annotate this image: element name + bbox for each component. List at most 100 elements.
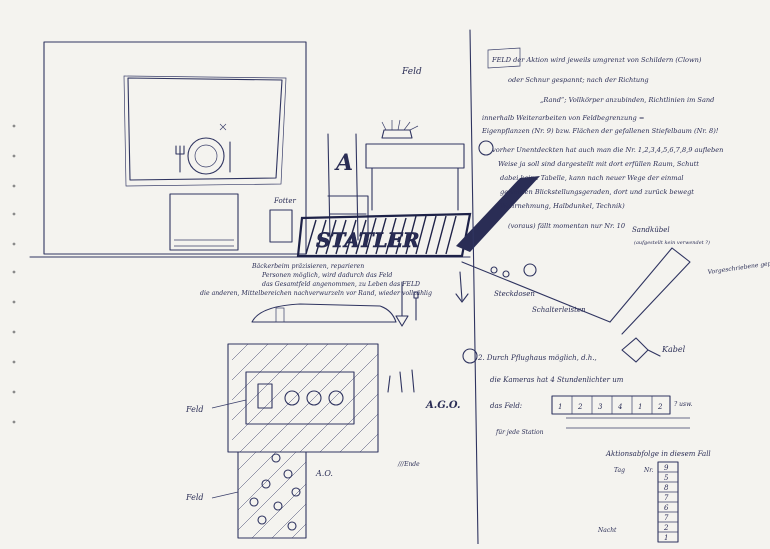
svg-text:7: 7 <box>664 494 669 502</box>
svg-text:2. Durch Pflughaus möglich, d.: 2. Durch Pflughaus möglich, d.h., <box>477 354 597 362</box>
plug-cord <box>647 349 661 357</box>
table-col-nr: Nr. <box>643 467 653 474</box>
svg-text:Personen möglich, wird dadurch: Personen möglich, wird dadurch das Feld <box>261 272 392 279</box>
svg-text:2: 2 <box>663 524 669 532</box>
circle-station-2 <box>306 390 322 406</box>
svg-text:2: 2 <box>657 403 663 411</box>
ago-low-label: A.O. <box>315 469 333 478</box>
chair-side-view <box>327 133 369 241</box>
feld-mid-pointer <box>211 399 247 409</box>
plug-icon <box>621 337 649 363</box>
fork-icon <box>175 145 185 173</box>
table-col-tag: Tag <box>614 467 625 474</box>
circle-station-3 <box>328 390 344 406</box>
svg-text:FELD der Aktion wird jeweils u: FELD der Aktion wird jeweils umgrenzt vo… <box>491 56 702 64</box>
sandkuebel-note: (aufgestellt kein verwendet ?) <box>634 239 710 246</box>
tool-icon <box>413 291 419 321</box>
diagonal-beam <box>456 176 540 252</box>
ago-mid-label: A.G.O. <box>425 400 461 411</box>
svg-text:(voraus) fällt momentan nur Nr: (voraus) fällt momentan nur Nr. 10 <box>508 222 625 230</box>
middle-feld-core <box>245 371 355 425</box>
svg-text:die Kameras hat 4 Stundenlicht: die Kameras hat 4 Stundenlichter um <box>490 376 624 384</box>
socket-icon-2 <box>490 266 498 274</box>
lower-feld-stations <box>249 453 301 531</box>
tray-icon <box>257 383 273 409</box>
table-cells: 9 5 8 7 6 7 2 1 <box>657 461 679 543</box>
flowers-icon <box>381 119 419 131</box>
svg-text:oder Schnur gespannt; nach der: oder Schnur gespannt; nach der Richtung <box>508 76 649 84</box>
svg-text:das Gesamtfeld angenommen, zu: das Gesamtfeld angenommen, zu Leben das … <box>262 281 420 288</box>
svg-text:innerhalb Weiterarbeiten von F: innerhalb Weiterarbeiten von Feldbegrenz… <box>482 114 644 122</box>
right-notes: FELD der Aktion wird jeweils umgrenzt vo… <box>481 56 723 230</box>
cable-arm <box>609 247 691 335</box>
table-night-label: Nacht <box>597 527 617 534</box>
down-arrow-icon <box>455 271 469 303</box>
sandkuebel-label: Sandkübel <box>632 226 670 234</box>
schedule-suffix: ? usw. <box>674 401 692 408</box>
tablecloth-border <box>123 75 287 187</box>
circled-one-icon <box>478 140 494 156</box>
table-title: Aktionsabfolge in diesem Fall <box>605 450 711 458</box>
svg-text:5: 5 <box>664 474 669 482</box>
lamp-icon <box>523 263 537 277</box>
shovel-icon <box>395 281 409 327</box>
svg-text:3: 3 <box>598 403 603 411</box>
middle-feld-plan <box>227 343 379 453</box>
svg-text:8: 8 <box>664 484 669 492</box>
flower-pot-icon <box>381 129 413 139</box>
ground-profile <box>251 303 397 323</box>
feld-bottom-pointer <box>211 491 239 499</box>
top-left-frame <box>43 41 307 255</box>
cutlery-icons <box>387 369 415 393</box>
side-table <box>365 143 465 211</box>
schedule-note: für jede Station <box>495 429 544 436</box>
svg-text:2: 2 <box>577 403 583 411</box>
binder-holes <box>12 124 16 424</box>
svg-text:Bäckerbeim präzisieren, repari: Bäckerbeim präzisieren, reparieren <box>251 263 364 270</box>
svg-text:die anderen, Mittelbereichen n: die anderen, Mittelbereichen nachverwurz… <box>200 290 432 297</box>
svg-text:6: 6 <box>664 504 669 512</box>
statler-hatching <box>305 215 457 255</box>
svg-text:dabei keine Tabelle, kann nach: dabei keine Tabelle, kann nach neuer Weg… <box>500 174 684 182</box>
svg-text:1: 1 <box>638 403 642 411</box>
svg-text:„Rand“; Vollkörper anzubinden,: „Rand“; Vollkörper anzubinden, Richtlini… <box>540 96 714 104</box>
small-cross-mark <box>219 123 227 131</box>
left-notes: Bäckerbeim präzisieren, reparieren Perso… <box>200 263 432 297</box>
middle-feld-hatch <box>231 343 379 453</box>
chair-top-view <box>169 193 239 251</box>
svg-text:das Feld:: das Feld: <box>490 402 522 410</box>
lower-feld-hatch <box>237 451 307 539</box>
plate-inner-icon <box>194 144 218 168</box>
socket-icon-1 <box>502 270 510 278</box>
statler-label: STATLER <box>316 228 419 252</box>
cable-line <box>461 261 611 323</box>
chair-slats <box>174 239 234 247</box>
circled-two-icon <box>462 348 478 364</box>
statler-block <box>296 212 472 258</box>
fotter-label: Fotter <box>273 197 296 205</box>
fotter-box <box>269 209 293 243</box>
svg-text:1: 1 <box>664 534 668 542</box>
kabel-label: Kabel <box>661 345 686 354</box>
profile-box <box>275 307 285 323</box>
svg-text:1: 1 <box>558 403 562 411</box>
svg-text:vorher Unentdeckten hat auch m: vorher Unentdeckten hat auch man die Nr.… <box>492 146 723 154</box>
svg-text:Weise ja soll sind dargestellt: Weise ja soll sind dargestellt mit dort … <box>498 160 699 168</box>
bottom-notes: 2. Durch Pflughaus möglich, d.h., die Ka… <box>477 354 624 410</box>
svg-text:4: 4 <box>617 403 622 411</box>
schedule-row: 1 2 3 4 1 2 <box>551 395 690 429</box>
svg-text:Wahrnehmung, Halbdunkel, Techn: Wahrnehmung, Halbdunkel, Technik) <box>500 202 625 210</box>
feld-top-label: Feld <box>401 67 422 77</box>
circle-station-1 <box>284 390 300 406</box>
steckdosen-label: Steckdosen <box>494 290 535 298</box>
svg-text:7: 7 <box>664 514 669 522</box>
feld-mid-label: Feld <box>185 405 204 414</box>
svg-text:gewollten Blickstellungsgerade: gewollten Blickstellungsgeraden, dort un… <box>500 188 694 196</box>
ende-label: ///Ende <box>397 461 420 468</box>
plate-icon <box>187 137 225 175</box>
feld-title-box <box>487 47 521 69</box>
feld-bottom-label: Feld <box>185 493 204 502</box>
tablecloth <box>127 77 283 181</box>
